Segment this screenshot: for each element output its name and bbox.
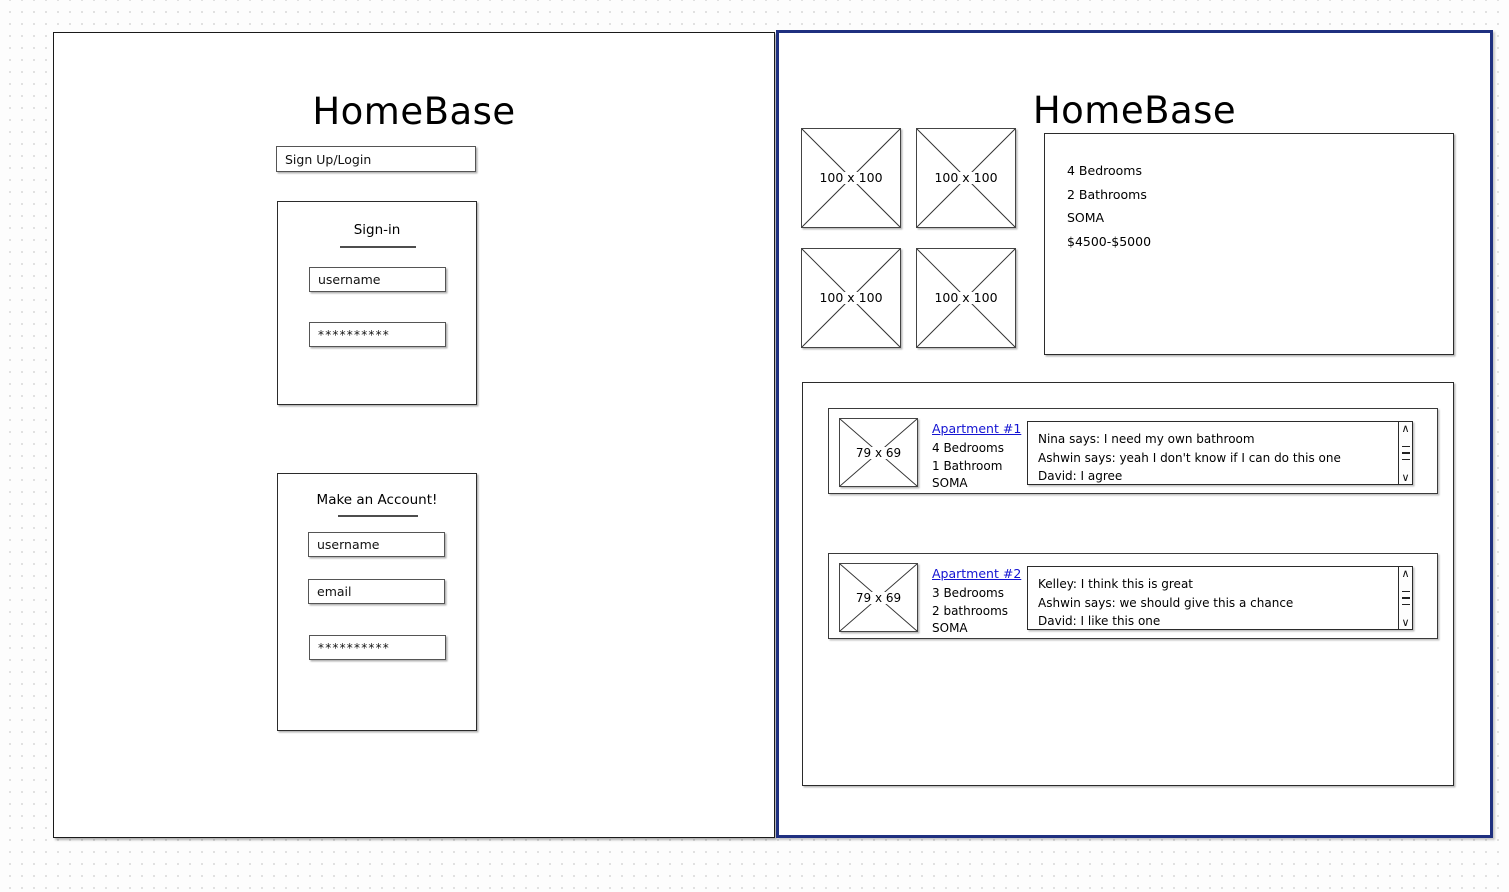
comment-item: David: I like this one bbox=[1038, 614, 1161, 628]
comment-item: David: I agree bbox=[1038, 469, 1123, 483]
page-title: HomeBase bbox=[1032, 89, 1237, 132]
listing-spec-bathrooms: 2 bathrooms bbox=[932, 603, 1009, 618]
scroll-up-arrow-icon[interactable]: ∧ bbox=[1401, 567, 1410, 580]
right-wireframe-screen: HomeBase 100 x 100 100 x 100 100 x 100 1… bbox=[776, 30, 1493, 838]
detail-neighborhood: SOMA bbox=[1067, 210, 1105, 225]
listing-card[interactable]: 79 x 69 Apartment #1 4 Bedrooms 1 Bathro… bbox=[828, 408, 1438, 494]
scrollbar-tick bbox=[1401, 445, 1410, 448]
gallery-image-placeholder-2[interactable]: 100 x 100 bbox=[916, 128, 1016, 228]
detail-bathrooms: 2 Bathrooms bbox=[1067, 186, 1147, 202]
scrollbar-tick bbox=[1401, 603, 1410, 606]
listing-card[interactable]: 79 x 69 Apartment #2 3 Bedrooms 2 bathro… bbox=[828, 553, 1438, 639]
signup-login-button[interactable]: Sign Up/Login bbox=[276, 146, 476, 172]
gallery-image-placeholder-1[interactable]: 100 x 100 bbox=[801, 128, 901, 228]
listing-spec-bathrooms: 1 Bathroom bbox=[932, 458, 1003, 473]
listing-title-link[interactable]: Apartment #2 bbox=[932, 566, 1022, 581]
comment-item: Ashwin says: we should give this a chanc… bbox=[1038, 595, 1294, 610]
placeholder-label: 100 x 100 bbox=[817, 169, 885, 185]
detail-price-range: $4500-$5000 bbox=[1067, 233, 1152, 249]
scrollbar-tick bbox=[1401, 458, 1410, 461]
detail-bedrooms: 4 Bedrooms bbox=[1067, 163, 1142, 178]
listing-specs: 4 Bedrooms 1 Bathroom SOMA bbox=[932, 440, 1004, 493]
listing-comments-box[interactable]: Nina says: I need my own bathroom Ashwin… bbox=[1027, 421, 1413, 485]
listing-title-link[interactable]: Apartment #1 bbox=[932, 421, 1022, 436]
placeholder-label: 79 x 69 bbox=[853, 445, 904, 460]
listing-spec-bedrooms: 3 Bedrooms bbox=[932, 586, 1004, 600]
scrollbar-tick bbox=[1401, 452, 1410, 454]
listing-spec-neighborhood: SOMA bbox=[932, 476, 968, 490]
placeholder-label: 100 x 100 bbox=[817, 289, 885, 305]
left-wireframe-screen: HomeBase Sign Up/Login Sign-in username … bbox=[53, 32, 775, 838]
placeholder-label: 79 x 69 bbox=[853, 590, 904, 605]
listing-comments-box[interactable]: Kelley: I think this is great Ashwin say… bbox=[1027, 566, 1413, 630]
signin-panel: Sign-in username ********** bbox=[277, 201, 477, 405]
comments-scrollbar[interactable]: ∧ ∨ bbox=[1398, 567, 1412, 629]
signin-heading: Sign-in bbox=[353, 222, 401, 238]
comment-item: Nina says: I need my own bathroom bbox=[1038, 432, 1255, 446]
listing-spec-bedrooms: 4 Bedrooms bbox=[932, 441, 1004, 455]
scrollbar-thumb[interactable] bbox=[1401, 445, 1410, 461]
scroll-down-arrow-icon[interactable]: ∨ bbox=[1401, 471, 1410, 484]
comments-list: Nina says: I need my own bathroom Ashwin… bbox=[1028, 422, 1398, 484]
create-account-heading-rule bbox=[338, 515, 418, 517]
placeholder-label: 100 x 100 bbox=[932, 289, 1000, 305]
signup-email-input[interactable]: email bbox=[308, 579, 445, 604]
comment-item: Kelley: I think this is great bbox=[1038, 577, 1193, 591]
signup-password-input[interactable]: ********** bbox=[309, 635, 446, 660]
listings-container: 79 x 69 Apartment #1 4 Bedrooms 1 Bathro… bbox=[802, 382, 1454, 786]
create-account-heading: Make an Account! bbox=[316, 492, 438, 508]
listing-thumbnail[interactable]: 79 x 69 bbox=[839, 418, 918, 487]
comments-scrollbar[interactable]: ∧ ∨ bbox=[1398, 422, 1412, 484]
page-title: HomeBase bbox=[312, 90, 516, 133]
signin-heading-rule bbox=[340, 246, 416, 248]
placeholder-label: 100 x 100 bbox=[932, 169, 1000, 185]
signin-password-input[interactable]: ********** bbox=[309, 322, 446, 347]
comment-item: Ashwin says: yeah I don't know if I can … bbox=[1038, 450, 1341, 465]
listing-thumbnail[interactable]: 79 x 69 bbox=[839, 563, 918, 632]
signup-username-input[interactable]: username bbox=[308, 532, 445, 557]
comments-list: Kelley: I think this is great Ashwin say… bbox=[1028, 567, 1398, 629]
scrollbar-tick bbox=[1401, 597, 1410, 599]
scrollbar-thumb[interactable] bbox=[1401, 590, 1410, 606]
gallery-image-placeholder-4[interactable]: 100 x 100 bbox=[916, 248, 1016, 348]
create-account-panel: Make an Account! username email ********… bbox=[277, 473, 477, 731]
listing-spec-neighborhood: SOMA bbox=[932, 621, 968, 635]
scroll-down-arrow-icon[interactable]: ∨ bbox=[1401, 616, 1410, 629]
listing-specs: 3 Bedrooms 2 bathrooms SOMA bbox=[932, 585, 1008, 638]
signin-username-input[interactable]: username bbox=[309, 267, 446, 292]
property-details-panel: 4 Bedrooms 2 Bathrooms SOMA $4500-$5000 bbox=[1044, 133, 1454, 355]
scroll-up-arrow-icon[interactable]: ∧ bbox=[1401, 422, 1410, 435]
scrollbar-tick bbox=[1401, 590, 1410, 593]
gallery-image-placeholder-3[interactable]: 100 x 100 bbox=[801, 248, 901, 348]
